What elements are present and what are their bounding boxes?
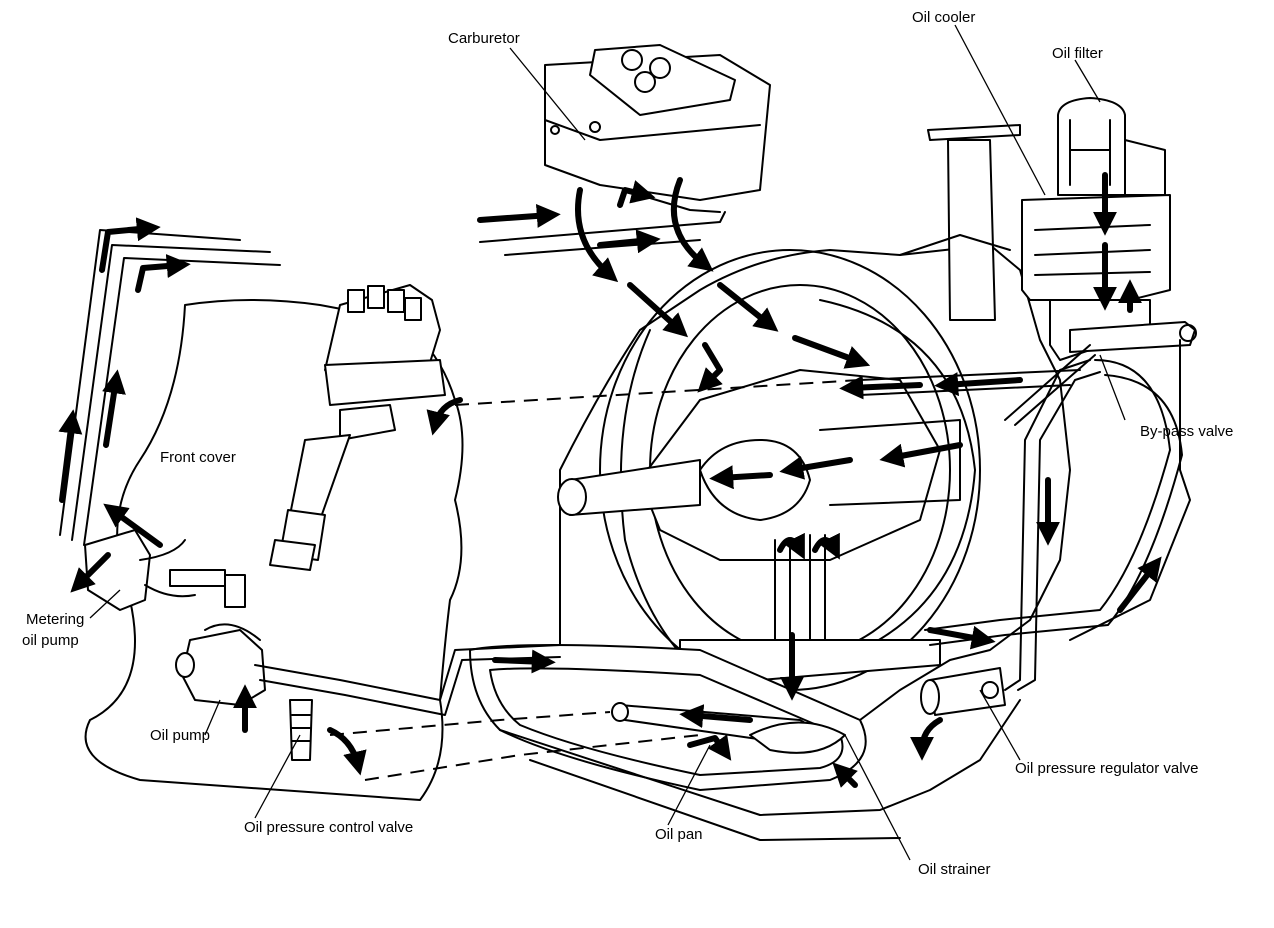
label-oil-strainer: Oil strainer xyxy=(918,861,991,878)
carburetor xyxy=(479,44,771,256)
flow-arrow-icon xyxy=(58,409,83,503)
label-metering-oil-pump-line2: oil pump xyxy=(22,632,79,649)
flow-arrow-icon xyxy=(779,455,853,480)
flow-arrow-icon xyxy=(1117,556,1162,613)
label-by-pass-valve: By-pass valve xyxy=(1140,423,1233,440)
flow-arrow-icon xyxy=(492,649,556,674)
oil-pan xyxy=(469,644,1021,841)
flow-arrow-icon xyxy=(687,734,732,761)
flow-arrow-icon xyxy=(934,372,1023,397)
flow-arrow-icon xyxy=(670,177,714,272)
flow-arrow-icon xyxy=(879,442,963,468)
leader-lines xyxy=(89,24,1126,861)
flow-arrow-icon xyxy=(709,465,773,490)
label-oil-pump: Oil pump xyxy=(150,727,210,744)
label-oil-pan: Oil pan xyxy=(655,826,703,843)
flow-arrow-icon xyxy=(812,532,840,560)
oil-filter xyxy=(1057,97,1166,196)
label-metering-oil-pump-line1: Metering xyxy=(26,611,84,628)
label-carburetor: Carburetor xyxy=(448,30,520,47)
oil-lines xyxy=(59,229,1191,716)
oil-pan-dashed-link xyxy=(329,711,701,781)
distributor xyxy=(269,284,446,571)
oil-pressure-regulator-valve xyxy=(920,667,1006,716)
metering-oil-pump xyxy=(84,529,246,611)
oil-filler-neck xyxy=(899,124,1021,321)
flow-arrow-icon xyxy=(597,229,661,254)
flow-arrow-icon xyxy=(839,375,923,400)
flow-arrow-icon xyxy=(575,187,619,283)
flow-arrow-icon xyxy=(792,335,871,369)
label-oil-filter: Oil filter xyxy=(1052,45,1103,62)
label-oil-cooler: Oil cooler xyxy=(912,9,975,26)
label-oil-pressure-control-valve: Oil pressure control valve xyxy=(244,819,413,836)
flow-arrow-icon xyxy=(135,254,191,293)
flow-arrow-icon xyxy=(627,282,689,338)
flow-arrows xyxy=(58,172,1162,788)
flow-arrow-icon xyxy=(327,727,367,776)
flow-arrow-icon xyxy=(910,717,943,761)
flow-arrow-icon xyxy=(777,532,805,560)
oil-pressure-control-valve xyxy=(289,699,313,761)
by-pass-valve xyxy=(1069,321,1197,353)
flow-arrow-icon xyxy=(99,217,161,273)
flow-arrow-icon xyxy=(102,369,126,448)
flow-arrow-icon xyxy=(697,342,723,393)
flow-arrow-icon xyxy=(103,503,163,548)
label-oil-pressure-regulator-valve: Oil pressure regulator valve xyxy=(1015,760,1198,777)
flow-arrow-icon xyxy=(927,625,996,650)
flow-arrow-icon xyxy=(717,282,779,332)
flow-arrow-icon xyxy=(617,180,656,208)
flow-arrow-icon xyxy=(679,704,753,729)
flow-arrow-icon xyxy=(70,552,111,593)
flow-arrow-icon xyxy=(426,397,463,436)
flow-arrow-icon xyxy=(477,203,561,228)
oil-pump xyxy=(175,623,266,706)
label-front-cover: Front cover xyxy=(160,449,236,466)
flow-arrow-icon xyxy=(832,762,858,788)
